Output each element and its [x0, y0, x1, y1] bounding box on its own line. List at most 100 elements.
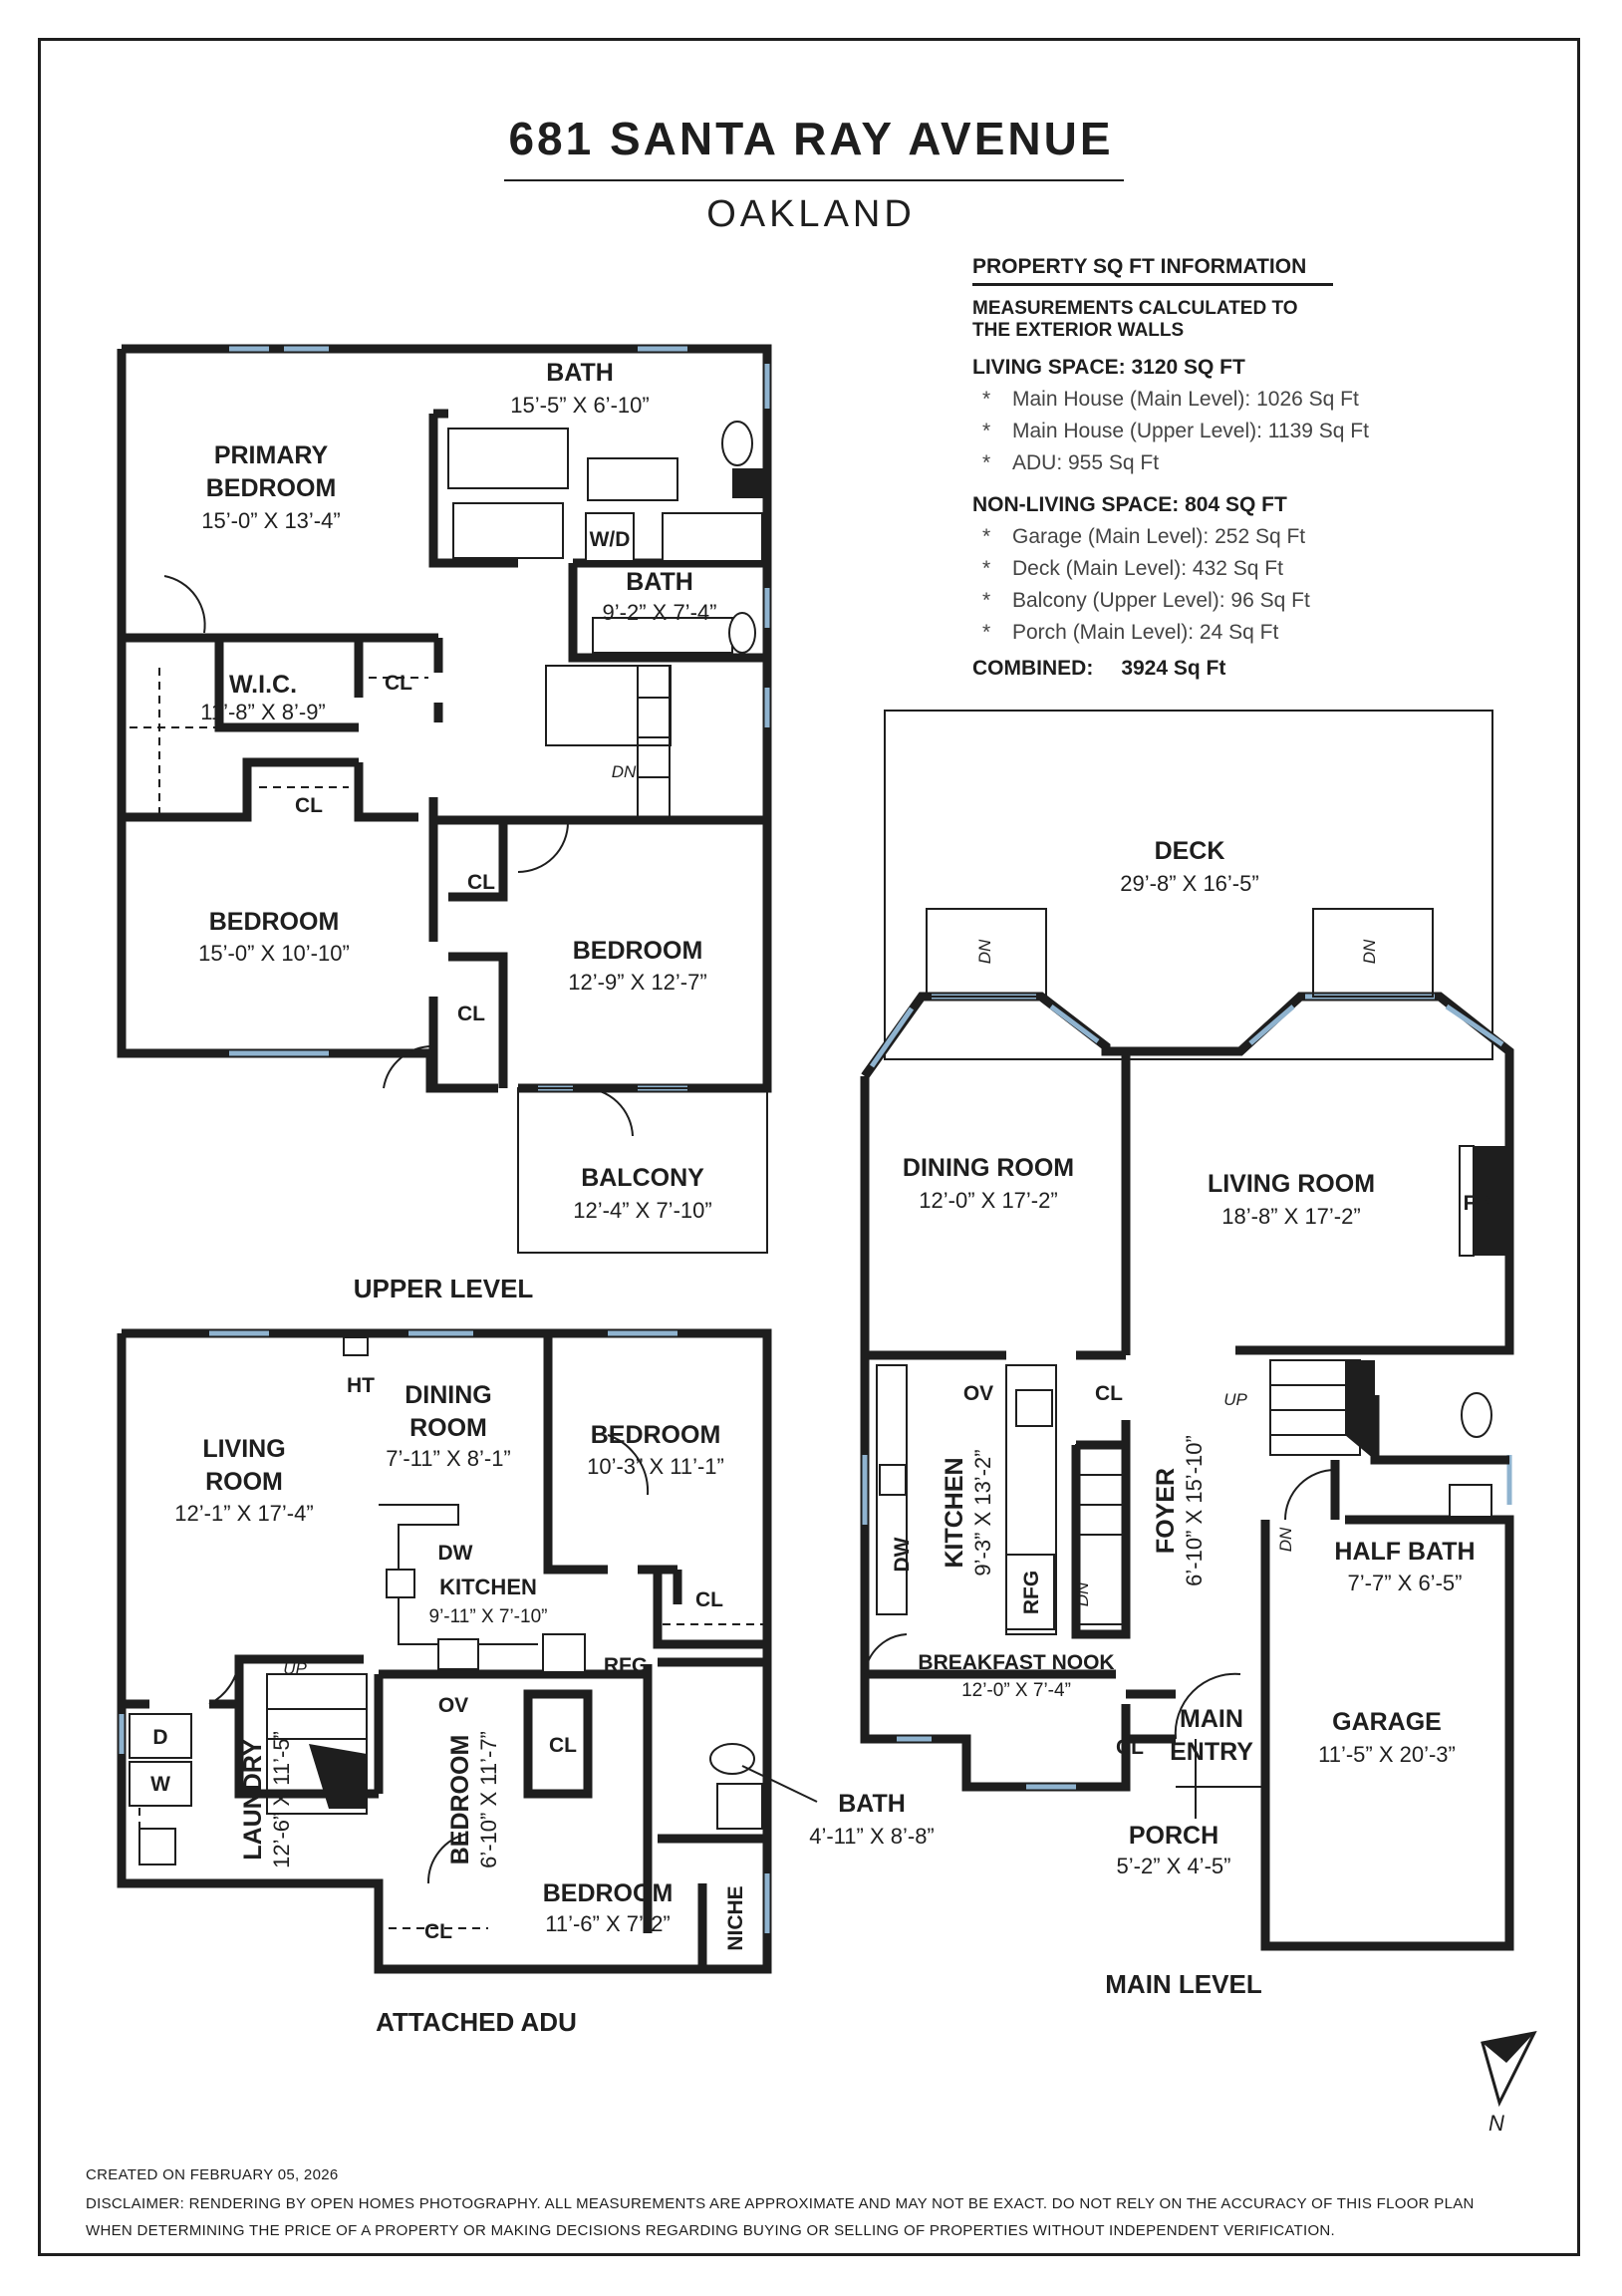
- deck-stairs-down-label: DN: [1360, 939, 1379, 964]
- upper-stairs-down-label: DN: [612, 762, 637, 781]
- fireplace-label: FP: [1464, 1192, 1490, 1215]
- nonliving-space-list: Garage (Main Level): 252 Sq Ft Deck (Mai…: [972, 521, 1530, 649]
- main-dining-room-label: DINING ROOM: [903, 1154, 1074, 1182]
- breakfast-nook-dims: 12’-0” X 7’-4”: [961, 1680, 1071, 1701]
- adu-bedroom3-dims: 11’-6” X 7’-2”: [545, 1911, 671, 1936]
- north-label: N: [1488, 2111, 1504, 2136]
- garage-dims: 11’-5” X 20’-3”: [1318, 1742, 1456, 1767]
- half-bath-dims: 7’-7” X 6’-5”: [1348, 1571, 1463, 1595]
- disclaimer-line-1: DISCLAIMER: RENDERING BY OPEN HOMES PHOT…: [86, 2195, 1475, 2212]
- breakfast-nook-label: BREAKFAST NOOK: [918, 1651, 1114, 1674]
- primary-bedroom-label: PRIMARY: [214, 441, 329, 469]
- adu-closet-label: CL: [424, 1920, 452, 1943]
- adu-bedroom1-label: BEDROOM: [591, 1421, 721, 1449]
- washer-dryer-label: W/D: [590, 528, 631, 551]
- adu-kitchen-dims: 9’-11” X 7’-10”: [429, 1606, 548, 1627]
- list-item: ADU: 955 Sq Ft: [972, 447, 1530, 479]
- adu-bedroom1-dims: 10’-3” X 11’-1”: [587, 1454, 724, 1479]
- deck-label: DECK: [1155, 837, 1225, 865]
- balcony-label: BALCONY: [581, 1164, 704, 1192]
- adu-closet-label: CL: [695, 1588, 723, 1611]
- adu-laundry-dims: 12’-6” X 11’-5”: [269, 1731, 294, 1868]
- adu-dining-room-label-2: ROOM: [409, 1414, 487, 1442]
- disclaimer-line-2: WHEN DETERMINING THE PRICE OF A PROPERTY…: [86, 2222, 1336, 2239]
- main-dishwasher-label: DW: [891, 1537, 914, 1572]
- upper-bedroom2-dims: 12’-9” X 12’-7”: [568, 970, 706, 995]
- upper-level-label: UPPER LEVEL: [354, 1274, 534, 1303]
- list-item: Deck (Main Level): 432 Sq Ft: [972, 553, 1530, 585]
- upper-closet-label: CL: [295, 794, 323, 817]
- primary-bedroom-label-2: BEDROOM: [206, 474, 337, 502]
- city-subtitle: OAKLAND: [706, 193, 916, 235]
- adu-washer-label: W: [150, 1773, 170, 1796]
- upper-closet-label: CL: [385, 672, 412, 695]
- garage-stairs-down-label: DN: [1276, 1527, 1295, 1552]
- porch-label: PORCH: [1129, 1822, 1218, 1850]
- upper-closet-label: CL: [457, 1003, 485, 1025]
- list-item: Main House (Upper Level): 1139 Sq Ft: [972, 416, 1530, 447]
- adu-living-room-label-2: ROOM: [205, 1468, 283, 1496]
- combined-total: COMBINED: 3924 Sq Ft: [972, 657, 1530, 681]
- main-kitchen-label: KITCHEN: [941, 1457, 968, 1568]
- main-entry-label-2: ENTRY: [1170, 1738, 1253, 1766]
- created-date: CREATED ON FEBRUARY 05, 2026: [86, 2166, 339, 2183]
- adu-dryer-label: D: [152, 1726, 167, 1749]
- adu-level-label: ATTACHED ADU: [376, 2007, 577, 2037]
- foyer-label: FOYER: [1152, 1468, 1180, 1554]
- combined-value: 3924 Sq Ft: [1121, 657, 1226, 680]
- sqft-info-heading: PROPERTY SQ FT INFORMATION: [972, 255, 1333, 286]
- deck-dims: 29’-8” X 16’-5”: [1120, 871, 1258, 896]
- main-level-plan: DECK 29’-8” X 16’-5” DN DN DINING ROOM 1…: [860, 710, 1514, 1999]
- north-arrow-icon: N: [1481, 2030, 1537, 2136]
- adu-bedroom2-dims: 6’-10” X 11’-7”: [476, 1731, 501, 1868]
- upper-bath2-label: BATH: [626, 568, 693, 596]
- adu-plan: HT LIVING ROOM 12’-1” X 17’-4” DINING RO…: [117, 1328, 935, 2037]
- page-border: [38, 38, 1580, 2256]
- main-stairs-up-label: UP: [1223, 1390, 1247, 1409]
- wic-dims: 11’-8” X 8’-9”: [200, 700, 326, 724]
- living-space-list: Main House (Main Level): 1026 Sq Ft Main…: [972, 384, 1530, 479]
- adu-bath-label: BATH: [838, 1790, 906, 1818]
- balcony-dims: 12’-4” X 7’-10”: [573, 1198, 711, 1223]
- main-living-room-dims: 18’-8” X 17’-2”: [1221, 1204, 1360, 1229]
- adu-laundry-label: LAUNDRY: [239, 1739, 267, 1861]
- primary-bedroom-dims: 15’-0” X 13’-4”: [201, 508, 340, 533]
- deck-stairs-down-label: DN: [975, 939, 994, 964]
- upper-bath1-label: BATH: [546, 359, 614, 387]
- list-item: Balcony (Upper Level): 96 Sq Ft: [972, 585, 1530, 617]
- adu-living-room-dims: 12’-1” X 17’-4”: [174, 1501, 313, 1526]
- list-item: Garage (Main Level): 252 Sq Ft: [972, 521, 1530, 553]
- property-address-title: 681 SANTA RAY AVENUE: [508, 113, 1114, 164]
- adu-dining-room-label: DINING: [405, 1381, 492, 1409]
- porch-dims: 5’-2” X 4’-5”: [1117, 1854, 1231, 1878]
- main-oven-label: OV: [963, 1382, 993, 1405]
- main-closet-label: CL: [1116, 1736, 1144, 1759]
- adu-dishwasher-label: DW: [438, 1542, 473, 1565]
- main-entry-label: MAIN: [1180, 1705, 1243, 1733]
- main-dining-room-dims: 12’-0” X 17’-2”: [919, 1188, 1057, 1213]
- living-space-heading: LIVING SPACE: 3120 SQ FT: [972, 356, 1245, 379]
- main-kitchen-dims: 9’-3” X 13’-2”: [970, 1449, 995, 1576]
- adu-niche-label: NICHE: [724, 1885, 747, 1950]
- adu-closet-label: CL: [549, 1734, 577, 1757]
- adu-kitchen-label: KITCHEN: [439, 1575, 537, 1599]
- adu-oven-label: OV: [438, 1694, 468, 1717]
- adu-bath-dims: 4’-11” X 8’-8”: [809, 1824, 935, 1849]
- adu-fridge-label: RFG: [604, 1654, 648, 1677]
- sqft-info-panel: PROPERTY SQ FT INFORMATION MEASUREMENTS …: [972, 255, 1530, 681]
- upper-bedroom1-dims: 15’-0” X 10’-10”: [198, 941, 350, 966]
- upper-closet-label: CL: [467, 871, 495, 894]
- foyer-dims: 6’-10” X 15’-10”: [1182, 1435, 1207, 1586]
- title-divider: [504, 179, 1124, 181]
- adu-dining-room-dims: 7’-11” X 8’-1”: [386, 1446, 511, 1471]
- main-level-label: MAIN LEVEL: [1105, 1969, 1262, 1999]
- main-living-room-label: LIVING ROOM: [1208, 1170, 1375, 1198]
- half-bath-label: HALF BATH: [1334, 1538, 1475, 1566]
- combined-label: COMBINED:: [972, 657, 1094, 680]
- upper-bedroom1-label: BEDROOM: [209, 908, 340, 936]
- wic-label: W.I.C.: [229, 671, 297, 699]
- adu-bedroom2-label: BEDROOM: [446, 1735, 474, 1866]
- upper-bath2-dims: 9’-2” X 7’-4”: [603, 600, 717, 625]
- adu-ht-label: HT: [347, 1374, 375, 1397]
- list-item: Porch (Main Level): 24 Sq Ft: [972, 617, 1530, 649]
